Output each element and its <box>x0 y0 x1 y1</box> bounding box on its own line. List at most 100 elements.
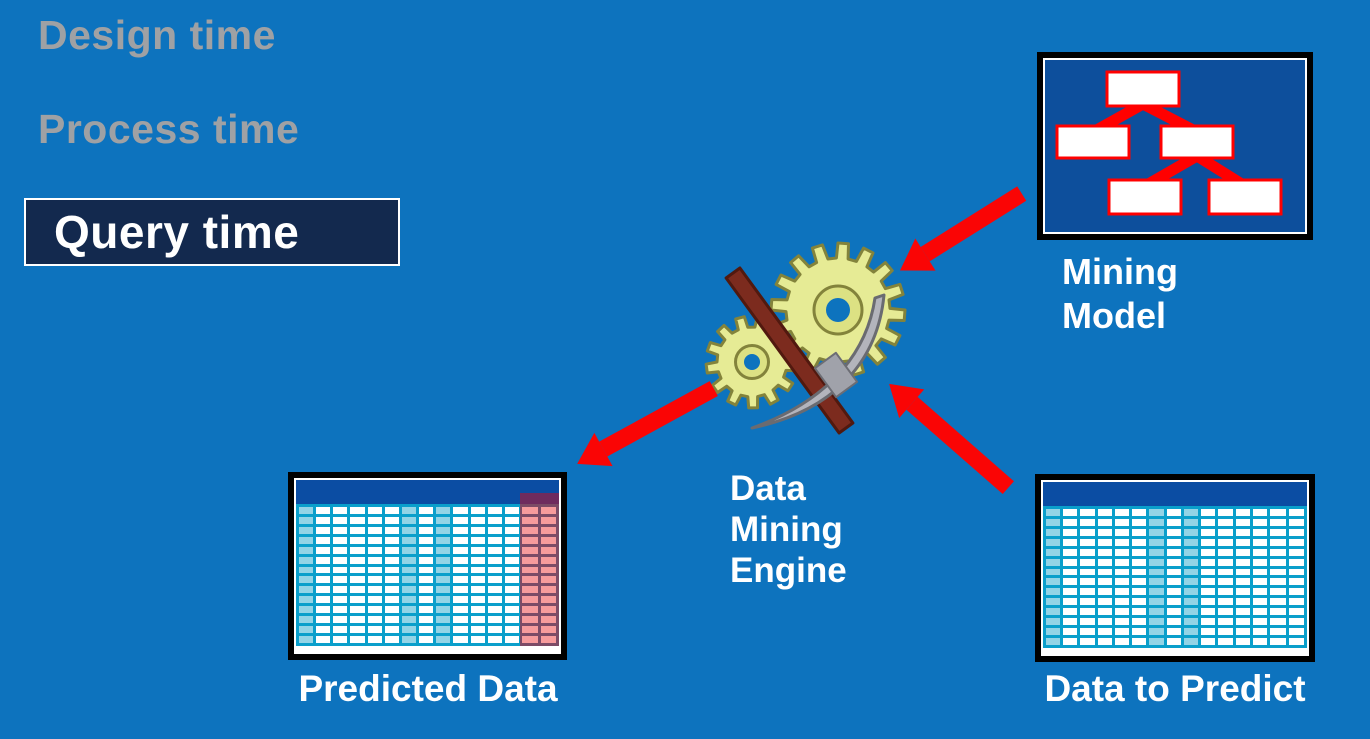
table-cell <box>384 566 399 574</box>
table-cell <box>384 596 399 604</box>
table-cell <box>1149 638 1164 645</box>
table-cell <box>299 566 314 574</box>
predicted-cell <box>540 626 556 634</box>
table-cell <box>1166 528 1181 536</box>
table-cell <box>419 546 434 554</box>
table-cell <box>1166 548 1181 556</box>
table-cell <box>316 626 331 634</box>
table-cell <box>1166 598 1181 606</box>
table-cell <box>401 526 417 534</box>
arrow-mining-model-to-engine <box>889 178 1032 287</box>
table-cell <box>401 606 417 614</box>
table-grid <box>296 504 559 646</box>
table-cell <box>1063 608 1078 616</box>
table-cell <box>436 516 451 524</box>
table-cell <box>419 536 434 544</box>
data-to-predict-table <box>1035 474 1315 662</box>
table-cell <box>1201 509 1216 516</box>
table-cell <box>436 626 451 634</box>
table-cell <box>1252 578 1267 586</box>
table-cell <box>333 606 348 614</box>
table-cell <box>1063 578 1078 586</box>
table-cell <box>299 636 314 643</box>
table-cell <box>401 516 417 524</box>
table-cell <box>504 526 520 534</box>
table-cell <box>1201 568 1216 576</box>
table-cell <box>299 526 314 534</box>
table-cell <box>1252 558 1267 566</box>
table-cell <box>436 507 451 514</box>
predicted-cell <box>540 516 556 524</box>
table-cell <box>419 626 434 634</box>
table-cell <box>384 606 399 614</box>
table-cell <box>1046 598 1061 606</box>
table-cell <box>1114 618 1130 626</box>
table-cell <box>367 636 382 643</box>
table-cell <box>299 546 314 554</box>
table-cell <box>1132 518 1147 526</box>
data-to-predict-label: Data to Predict <box>1044 668 1306 709</box>
table-cell <box>487 596 502 604</box>
predicted-cell <box>522 516 538 524</box>
table-cell <box>1270 558 1286 566</box>
table-cell <box>1114 558 1130 566</box>
table-cell <box>1097 568 1112 576</box>
table-cell <box>1270 628 1286 636</box>
table-cell <box>1132 568 1147 576</box>
table-cell <box>470 636 485 643</box>
table-cell <box>299 626 314 634</box>
table-cell <box>470 556 485 564</box>
table-cell <box>1097 628 1112 636</box>
table-cell <box>487 566 502 574</box>
table-cell <box>350 636 365 643</box>
table-footer-strip <box>1043 648 1307 654</box>
table-cell <box>436 586 451 594</box>
table-cell <box>316 636 331 643</box>
table-cell <box>1183 588 1199 596</box>
table-cell <box>384 516 399 524</box>
table-cell <box>1149 578 1164 586</box>
table-cell <box>1097 608 1112 616</box>
table-cell <box>1063 598 1078 606</box>
table-cell <box>419 596 434 604</box>
table-cell <box>1097 518 1112 526</box>
table-cell <box>453 586 468 594</box>
table-cell <box>1183 568 1199 576</box>
table-cell <box>1149 608 1164 616</box>
table-cell <box>1063 538 1078 546</box>
table-cell <box>419 526 434 534</box>
table-cell <box>350 536 365 544</box>
table-cell <box>487 606 502 614</box>
table-cell <box>333 516 348 524</box>
predicted-cell <box>540 636 556 643</box>
table-cell <box>504 546 520 554</box>
table-cell <box>470 576 485 584</box>
table-cell <box>1149 568 1164 576</box>
table-cell <box>1288 588 1304 596</box>
table-cell <box>350 516 365 524</box>
table-cell <box>1132 588 1147 596</box>
table-cell <box>1270 568 1286 576</box>
table-cell <box>1166 568 1181 576</box>
table-cell <box>350 626 365 634</box>
table-cell <box>333 566 348 574</box>
predicted-cell <box>540 576 556 584</box>
table-cell <box>1097 618 1112 626</box>
table-cell <box>299 576 314 584</box>
table-cell <box>1149 598 1164 606</box>
table-cell <box>453 536 468 544</box>
table-cell <box>1080 518 1095 526</box>
table-cell <box>1046 638 1061 645</box>
table-cell <box>299 606 314 614</box>
table-cell <box>1235 538 1250 546</box>
table-footer-strip <box>296 646 559 652</box>
table-cell <box>1149 558 1164 566</box>
table-cell <box>1252 548 1267 556</box>
table-cell <box>384 507 399 514</box>
table-cell <box>1183 538 1199 546</box>
table-cell <box>1183 518 1199 526</box>
table-cell <box>1080 558 1095 566</box>
table-cell <box>316 536 331 544</box>
table-cell <box>1252 628 1267 636</box>
